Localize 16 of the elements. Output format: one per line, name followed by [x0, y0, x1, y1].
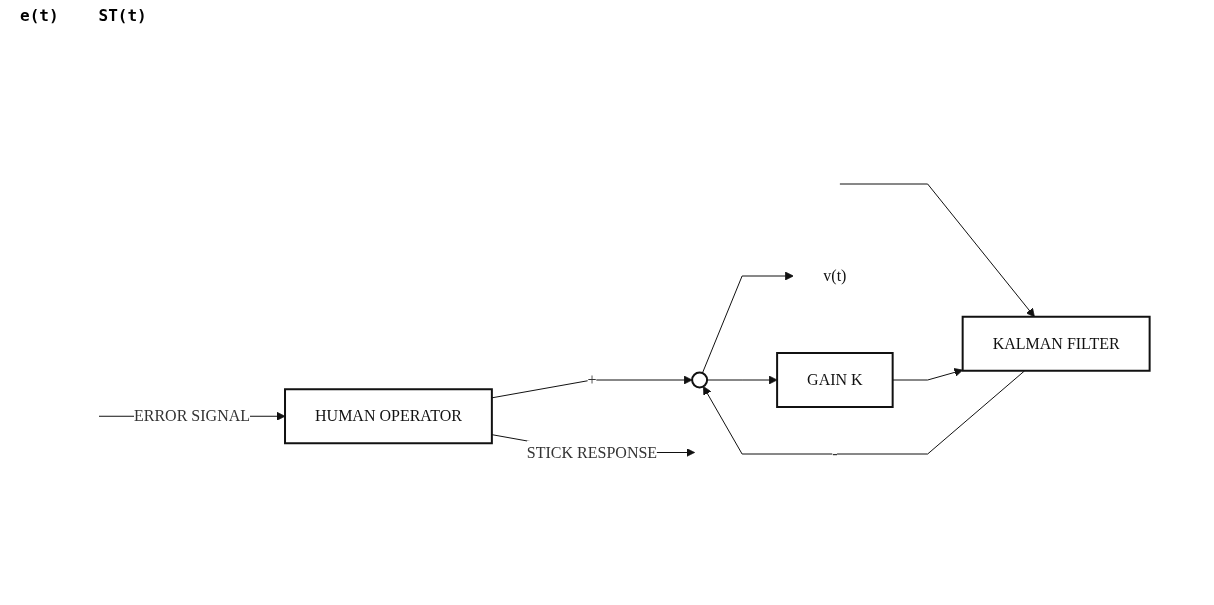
- node-text: v(t): [823, 267, 847, 285]
- arrow: [702, 271, 794, 374]
- arrow: [839, 183, 1035, 318]
- edge-label: +: [587, 371, 597, 389]
- node-box: KALMAN FILTER: [961, 316, 1151, 372]
- arrow: [892, 368, 964, 381]
- signal-label: ST(t): [98, 6, 147, 27]
- arrow: [706, 375, 778, 385]
- arrow: [703, 370, 1026, 455]
- node-box: HUMAN OPERATOR: [284, 388, 494, 445]
- node-circle: [691, 371, 709, 389]
- signal-label: e(t): [20, 6, 59, 27]
- node-box: GAIN K: [776, 352, 894, 409]
- edge-label: ERROR SIGNAL: [134, 407, 251, 425]
- edge-label: -: [832, 445, 838, 463]
- edge-label: STICK RESPONSE: [527, 443, 658, 461]
